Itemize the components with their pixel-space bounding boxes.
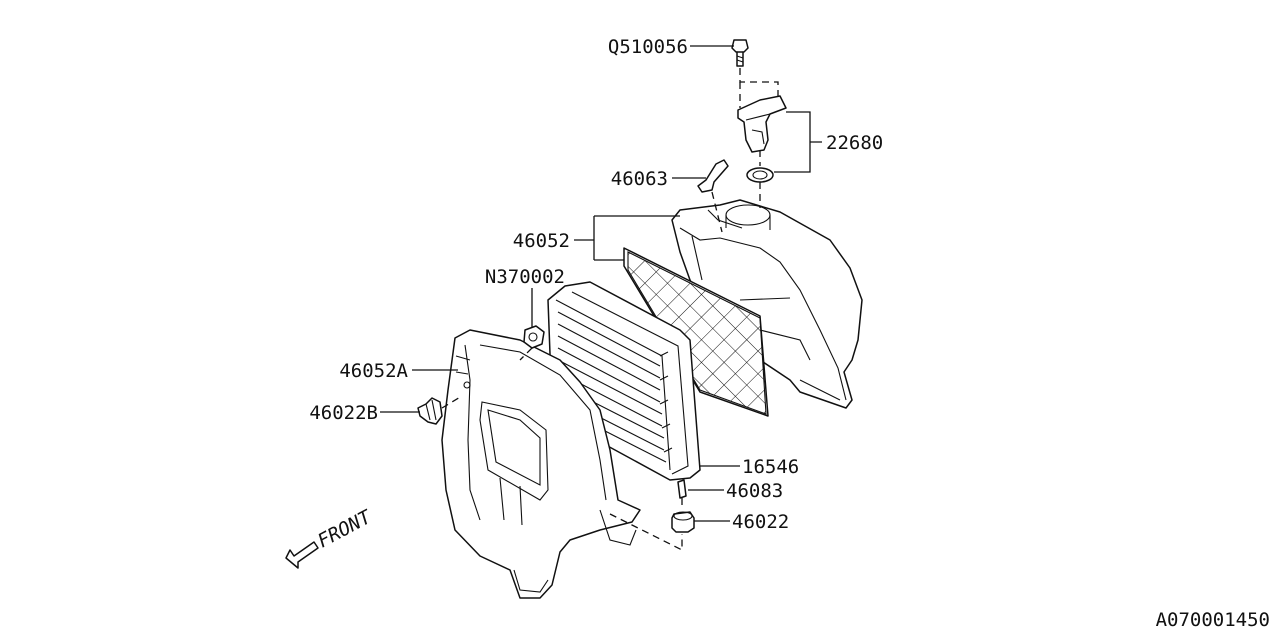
nut-part [523,325,545,349]
assembly-lines [441,68,779,552]
hose-clip-part [697,159,729,193]
leader-lines [380,45,822,522]
label-grommet-bolt: 46022B [309,402,378,424]
rubber-mount-part [671,511,695,533]
front-arrow-icon [285,541,319,569]
label-lower-case: 46052A [339,360,408,382]
label-clip: 46063 [611,168,668,190]
front-label: FRONT [314,505,376,552]
label-filter: 16546 [742,456,799,478]
label-nut: N370002 [485,266,565,288]
mass-airflow-sensor-part [737,95,787,183]
part-labels: Q510056 22680 46063 46052 N370002 46052A… [309,36,883,533]
label-bolt: Q510056 [608,36,688,58]
grommet-bolt-part [417,397,443,425]
pin-part [677,479,687,499]
label-sensor: 22680 [826,132,883,154]
label-upper-case: 46052 [513,230,570,252]
label-mount: 46022 [732,511,789,533]
drawing-id: A070001450 [1156,609,1270,631]
front-direction-indicator: FRONT [285,505,376,569]
lower-case-part [441,329,641,599]
bolt-part [731,39,749,67]
label-pin: 46083 [726,480,783,502]
